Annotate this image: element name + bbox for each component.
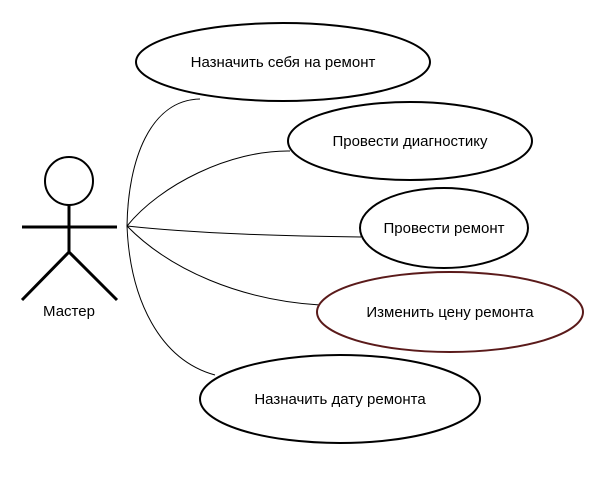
use-case-label: Провести ремонт bbox=[383, 220, 504, 237]
use-case-ellipse bbox=[316, 271, 584, 353]
use-case-2: Провести диагностику bbox=[287, 101, 533, 181]
use-case-label: Назначить себя на ремонт bbox=[191, 54, 376, 71]
use-case-ellipse bbox=[359, 187, 529, 269]
use-case-ellipse bbox=[199, 354, 481, 444]
use-case-1: Назначить себя на ремонт bbox=[135, 22, 431, 102]
association-line-2 bbox=[126, 150, 291, 227]
use-case-ellipse bbox=[287, 101, 533, 181]
association-line-5 bbox=[126, 225, 216, 376]
actor-head bbox=[44, 156, 94, 206]
use-case-3: Провести ремонт bbox=[359, 187, 529, 269]
use-case-label: Изменить цену ремонта bbox=[366, 304, 534, 321]
actor bbox=[20, 156, 119, 302]
actor-right-leg bbox=[67, 250, 119, 302]
use-case-label: Провести диагностику bbox=[332, 133, 488, 150]
association-line-4 bbox=[126, 225, 321, 306]
use-case-5: Назначить дату ремонта bbox=[199, 354, 481, 444]
association-line-3 bbox=[126, 225, 362, 238]
use-case-4: Изменить цену ремонта bbox=[316, 271, 584, 353]
actor-left-leg bbox=[20, 250, 71, 302]
use-case-ellipse bbox=[135, 22, 431, 102]
use-case-label: Назначить дату ремонта bbox=[254, 391, 426, 408]
association-line-1 bbox=[126, 98, 201, 227]
actor-label: Мастер bbox=[43, 303, 95, 320]
association-lines bbox=[126, 98, 362, 376]
